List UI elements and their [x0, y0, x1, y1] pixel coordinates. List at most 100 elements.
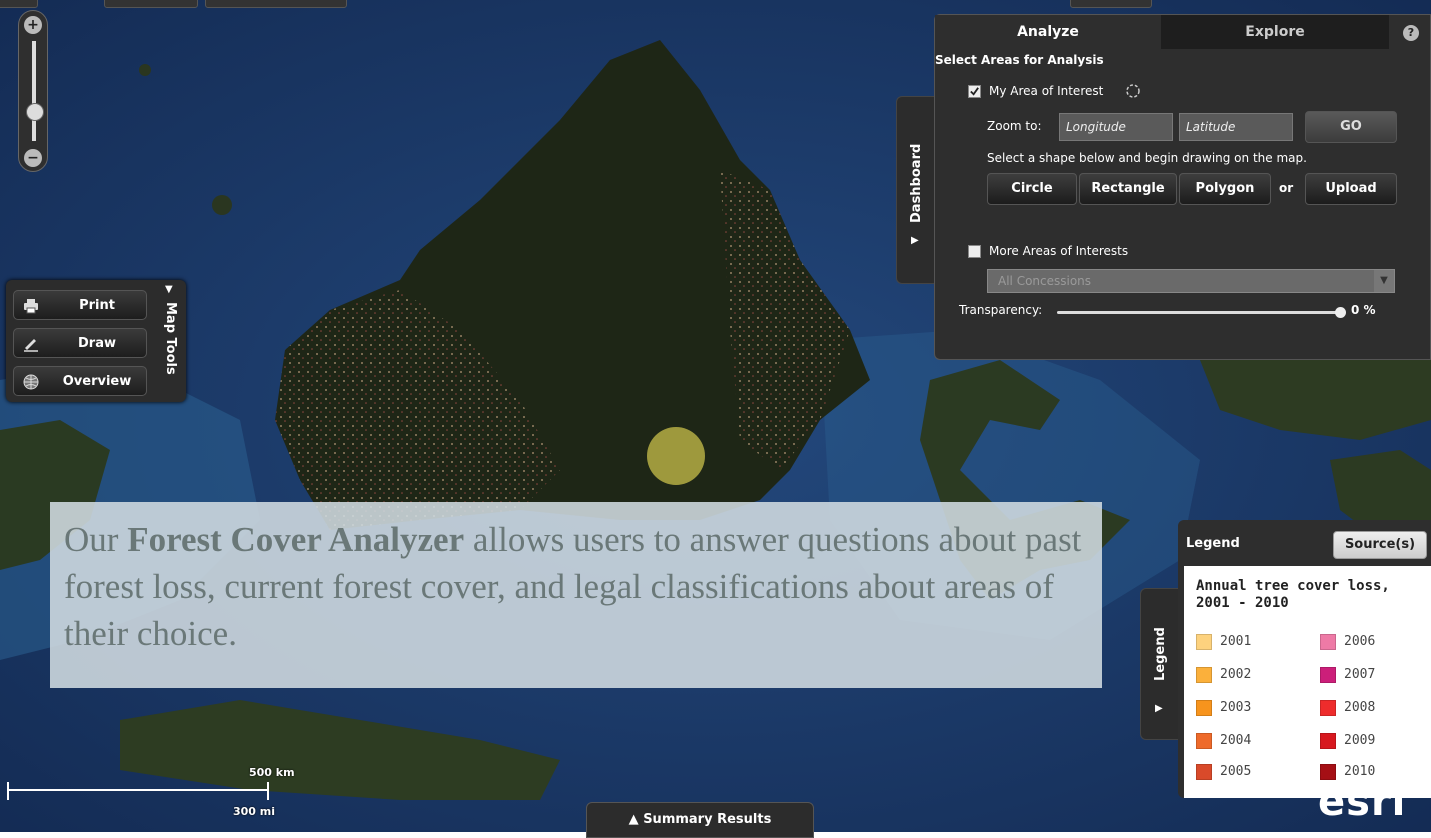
aoi-label: My Area of Interest: [989, 84, 1104, 98]
map-tools-panel: Print Draw Overview ▼ Map Tools: [6, 280, 186, 402]
more-areas-label: More Areas of Interests: [989, 244, 1129, 258]
legend-item: 2003: [1196, 700, 1306, 716]
legend-header: Legend: [1186, 536, 1240, 551]
loss-pixels-west: [275, 290, 560, 530]
collapse-arrow-icon: ▼: [165, 284, 173, 295]
draw-button[interactable]: Draw: [13, 328, 147, 358]
legend-label: 2003: [1220, 700, 1252, 715]
go-button[interactable]: GO: [1305, 111, 1397, 143]
legend-label: 2005: [1220, 764, 1252, 779]
scale-bar: [7, 782, 269, 800]
loading-spinner-icon: [1126, 84, 1140, 98]
legend-swatch: [1196, 667, 1212, 683]
dashboard-toggle[interactable]: Dashboard ▶: [896, 96, 938, 284]
toolbar-button[interactable]: [104, 0, 198, 8]
rectangle-button[interactable]: Rectangle: [1079, 173, 1177, 205]
concessions-value: All Concessions: [998, 274, 1092, 288]
esri-logo: esri: [1318, 779, 1407, 825]
legend-swatch: [1196, 634, 1212, 650]
loss-pixels-east: [720, 170, 850, 470]
shape-hint: Select a shape below and begin drawing o…: [987, 151, 1307, 165]
or-label: or: [1279, 181, 1294, 195]
dashboard-panel: Analyze Explore ? Select Areas for Analy…: [934, 14, 1431, 360]
overview-button[interactable]: Overview: [13, 366, 147, 396]
legend-label: 2004: [1220, 733, 1252, 748]
legend-swatch: [1196, 700, 1212, 716]
map-tools-tab-label: Map Tools: [163, 302, 178, 375]
caption-prefix: Our: [64, 520, 128, 559]
aoi-checkbox[interactable]: [968, 85, 981, 98]
print-button[interactable]: Print: [13, 290, 147, 320]
pencil-icon: [24, 339, 38, 352]
sumatra-coast: [0, 420, 110, 570]
legend-panel: Legend Source(s) Annual tree cover loss,…: [1178, 520, 1431, 798]
zoom-out-button[interactable]: −: [24, 149, 42, 167]
map-tools-toggle[interactable]: ▼ Map Tools: [154, 280, 186, 402]
zoom-slider[interactable]: + −: [18, 10, 48, 172]
transparency-slider-track[interactable]: [1057, 311, 1337, 314]
legend-label: 2006: [1344, 634, 1376, 649]
upload-button[interactable]: Upload: [1305, 173, 1397, 205]
section-title: Select Areas for Analysis: [935, 53, 1104, 67]
legend-item: 2008: [1320, 700, 1430, 716]
latitude-input[interactable]: Latitude: [1179, 113, 1293, 141]
caption-product-name: Forest Cover Analyzer: [127, 520, 465, 559]
toolbar-button[interactable]: [0, 0, 38, 8]
toolbar-button[interactable]: [1070, 0, 1152, 8]
zoom-to-label: Zoom to:: [987, 119, 1042, 133]
chevron-down-icon: ▼: [1374, 270, 1394, 292]
print-label: Print: [79, 298, 115, 313]
draw-label: Draw: [78, 336, 116, 351]
transparency-value: 0 %: [1351, 303, 1376, 317]
legend-label: 2002: [1220, 667, 1252, 682]
tab-explore[interactable]: Explore: [1161, 15, 1389, 49]
legend-swatch: [1196, 733, 1212, 749]
zoom-in-button[interactable]: +: [24, 16, 42, 34]
circle-button[interactable]: Circle: [987, 173, 1077, 205]
globe-icon: [23, 374, 39, 390]
polygon-button[interactable]: Polygon: [1179, 173, 1271, 205]
legend-toggle[interactable]: Legend ▶: [1140, 588, 1182, 740]
legend-item: 2001: [1196, 634, 1306, 650]
caption-overlay: Our Forest Cover Analyzer allows users t…: [50, 502, 1102, 688]
legend-label: 2007: [1344, 667, 1376, 682]
legend-swatch: [1320, 700, 1336, 716]
legend-label: 2010: [1344, 764, 1376, 779]
legend-swatch: [1196, 764, 1212, 780]
scale-km-label: 500 km: [249, 766, 295, 779]
checkmark-icon: [970, 87, 979, 96]
dashboard-tab-label: Dashboard: [909, 143, 924, 223]
small-island: [212, 195, 232, 215]
legend-item: 2009: [1320, 733, 1430, 749]
small-island: [139, 64, 151, 76]
help-icon[interactable]: ?: [1403, 25, 1419, 41]
legend-title: Annual tree cover loss, 2001 - 2010: [1196, 578, 1390, 611]
zoom-track[interactable]: [32, 41, 36, 141]
toolbar-button[interactable]: [205, 0, 347, 8]
legend-label: 2009: [1344, 733, 1376, 748]
more-areas-checkbox[interactable]: [968, 245, 981, 258]
transparency-label: Transparency:: [959, 303, 1043, 317]
legend-swatch: [1320, 764, 1336, 780]
legend-item: 2010: [1320, 764, 1430, 780]
longitude-input[interactable]: Longitude: [1059, 113, 1173, 141]
legend-label: 2008: [1344, 700, 1376, 715]
scale-mi-label: 300 mi: [233, 805, 276, 818]
printer-icon: [24, 299, 38, 314]
legend-item: 2006: [1320, 634, 1430, 650]
sources-button[interactable]: Source(s): [1333, 531, 1427, 559]
concessions-select[interactable]: All Concessions ▼: [987, 269, 1395, 293]
summary-results-button[interactable]: ▲ Summary Results: [586, 802, 814, 838]
zoom-handle[interactable]: [26, 103, 44, 121]
area-of-interest-circle[interactable]: [647, 427, 705, 485]
legend-item: 2007: [1320, 667, 1430, 683]
legend-swatch: [1320, 667, 1336, 683]
legend-label: 2001: [1220, 634, 1252, 649]
java-coast: [120, 700, 560, 800]
tab-analyze[interactable]: Analyze: [935, 15, 1161, 49]
legend-swatch: [1320, 634, 1336, 650]
legend-item: 2002: [1196, 667, 1306, 683]
overview-label: Overview: [62, 374, 132, 389]
transparency-slider-handle[interactable]: [1335, 307, 1346, 318]
legend-tab-label: Legend: [1153, 627, 1168, 681]
